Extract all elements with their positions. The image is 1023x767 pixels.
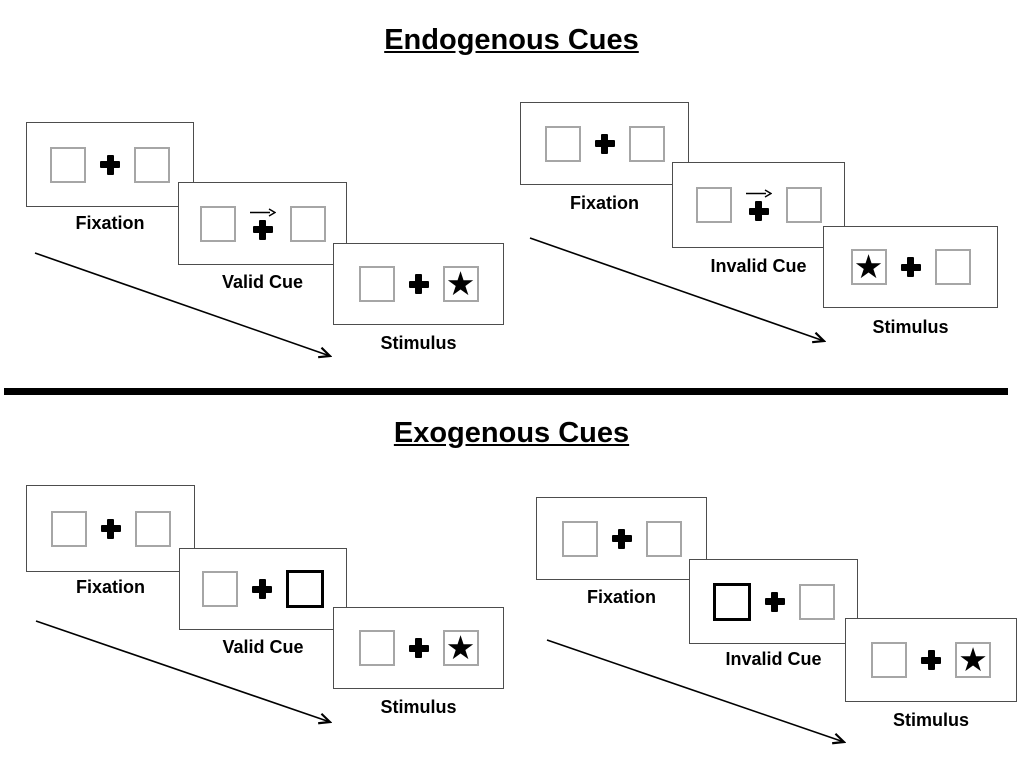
endogenous-valid-cue-panel: [178, 182, 347, 265]
fixation-cross-icon: [252, 219, 273, 240]
endogenous-invalid-cue-panel: [672, 162, 845, 248]
fixation-cross-area: [611, 528, 632, 549]
fixation-cross-icon: [100, 154, 120, 175]
exogenous-valid-cue-panel: [179, 548, 347, 630]
left-placeholder-box: [358, 266, 395, 302]
exogenous-invalid-cue-panel: [689, 559, 858, 644]
right-stimulus-box: ★: [955, 642, 991, 678]
fixation-cross-icon: [900, 257, 921, 277]
left-stimulus-box: ★: [850, 247, 887, 285]
fixation-cross-area: [900, 257, 921, 277]
right-placeholder-box: [934, 249, 971, 285]
right-placeholder-box: [134, 510, 171, 547]
right-arrow-cue-icon: [745, 189, 772, 198]
right-highlighted-cue-box: [286, 570, 324, 608]
endogenous-section-title: Endogenous Cues: [384, 24, 639, 56]
right-stimulus-box: ★: [442, 628, 479, 666]
panel-label: Fixation: [569, 193, 639, 213]
right-placeholder-box: [628, 125, 665, 162]
right-placeholder-box: [289, 205, 326, 242]
left-placeholder-box: [695, 187, 732, 223]
endogenous-invalid-fixation-panel: [520, 102, 689, 185]
fixation-cross-area: [100, 154, 120, 175]
endogenous-invalid-stimulus-panel: ★: [823, 226, 998, 308]
fixation-cross-icon: [100, 518, 121, 539]
star-stimulus-icon: ★: [445, 264, 476, 302]
fixation-cross-icon: [748, 201, 769, 221]
exogenous-valid-stimulus-panel: ★: [333, 607, 504, 689]
fixation-cross-area: [408, 638, 429, 658]
panel-label: Fixation: [75, 577, 145, 597]
fixation-cross-icon: [408, 638, 429, 658]
timeline-arrow-endogenous-invalid: [529, 237, 824, 341]
right-placeholder-box: [134, 146, 170, 183]
panel-label: Fixation: [586, 587, 656, 607]
exogenous-invalid-stimulus-panel: ★: [845, 618, 1017, 702]
exogenous-valid-fixation-panel: [26, 485, 195, 572]
fixation-cross-icon: [252, 579, 272, 599]
left-placeholder-box: [561, 520, 598, 557]
left-highlighted-cue-box: [712, 582, 751, 621]
timeline-arrow-exogenous-valid: [35, 620, 330, 722]
fixation-cross-area: [764, 591, 785, 612]
fixation-cross-area: [100, 518, 121, 539]
panel-label: Stimulus: [872, 317, 949, 337]
panel-label: Stimulus: [380, 697, 457, 717]
fixation-cross-area: [594, 133, 615, 154]
fixation-cross-icon: [611, 528, 632, 549]
star-stimulus-icon: ★: [445, 628, 476, 666]
left-placeholder-box: [358, 630, 395, 666]
fixation-cross-area: [249, 207, 276, 240]
panel-label: Stimulus: [380, 333, 457, 353]
section-divider: [4, 388, 1008, 395]
endogenous-valid-stimulus-panel: ★: [333, 243, 504, 325]
left-placeholder-box: [544, 125, 581, 162]
left-placeholder-box: [199, 205, 236, 242]
fixation-cross-area: [252, 579, 272, 599]
fixation-cross-area: [921, 650, 941, 670]
panel-label: Stimulus: [892, 710, 969, 730]
panel-label: Invalid Cue: [710, 256, 807, 276]
endogenous-valid-fixation-panel: [26, 122, 194, 207]
panel-label: Valid Cue: [222, 637, 304, 657]
star-stimulus-icon: ★: [853, 247, 884, 285]
right-placeholder-box: [645, 520, 682, 557]
fixation-cross-icon: [764, 591, 785, 612]
panel-label: Fixation: [75, 213, 145, 233]
left-placeholder-box: [50, 510, 87, 547]
fixation-cross-area: [408, 274, 429, 294]
panel-label: Invalid Cue: [725, 649, 822, 669]
right-placeholder-box: [798, 583, 835, 620]
exogenous-section-title: Exogenous Cues: [393, 417, 630, 449]
right-stimulus-box: ★: [442, 264, 479, 302]
right-arrow-cue-icon: [249, 207, 276, 217]
exogenous-invalid-fixation-panel: [536, 497, 707, 580]
panel-label: Valid Cue: [221, 272, 304, 292]
timeline-arrow-endogenous-valid: [34, 252, 330, 356]
fixation-cross-area: [745, 189, 772, 221]
star-stimulus-icon: ★: [958, 640, 988, 678]
fixation-cross-icon: [921, 650, 941, 670]
timeline-arrow-exogenous-invalid: [546, 639, 844, 742]
left-placeholder-box: [50, 146, 86, 183]
left-placeholder-box: [202, 571, 238, 607]
fixation-cross-icon: [408, 274, 429, 294]
fixation-cross-icon: [594, 133, 615, 154]
left-placeholder-box: [871, 642, 907, 678]
right-placeholder-box: [785, 187, 822, 223]
